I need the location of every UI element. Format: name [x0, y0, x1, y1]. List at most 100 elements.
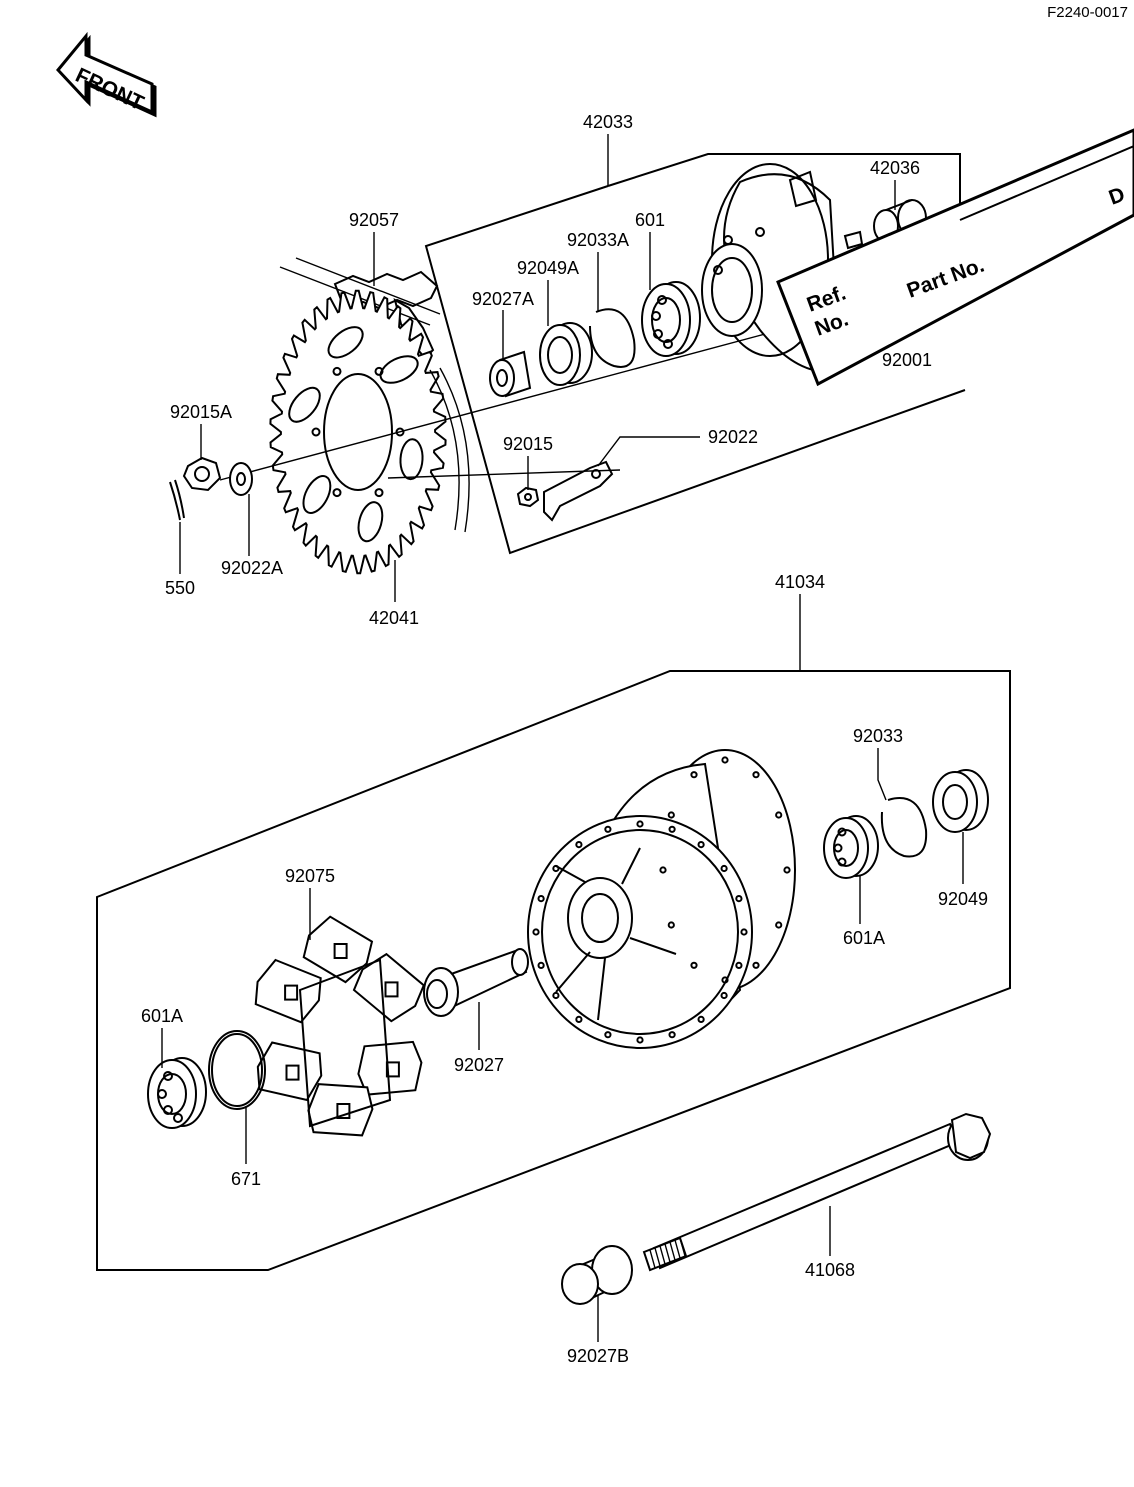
chain-wrap-arc-2 — [439, 367, 470, 533]
sprocket-teeth — [269, 289, 447, 575]
hub-hole — [721, 976, 729, 984]
sprocket-bolt-hole — [374, 488, 384, 498]
oil-seal-92049 — [932, 769, 989, 833]
hub-hole — [537, 895, 545, 903]
hub-hole — [740, 928, 748, 936]
callout-41034: 41034 — [775, 572, 825, 592]
rear-axle-41068 — [642, 1112, 992, 1272]
callout-42036: 42036 — [870, 158, 920, 178]
callout-92027b: 92027B — [567, 1346, 629, 1366]
hub-hole — [783, 866, 791, 874]
spacer-92027 — [423, 948, 529, 1017]
hub-hole — [667, 811, 675, 819]
sprocket-hole — [327, 326, 364, 359]
circlip-92033 — [880, 797, 928, 858]
callout-601: 601 — [635, 210, 665, 230]
hub-hole — [735, 961, 743, 970]
callout-92049a: 92049A — [517, 258, 579, 278]
sprocket-bolt-hole — [332, 488, 342, 498]
damper-tab — [285, 1064, 300, 1081]
hub-hole — [636, 1036, 644, 1044]
callout-92027a: 92027A — [472, 289, 534, 309]
hub-hole — [690, 961, 698, 969]
hub-damper-rubbers — [254, 915, 426, 1137]
thread-line — [664, 1243, 671, 1263]
callout-92015: 92015 — [503, 434, 553, 454]
callout-92049: 92049 — [938, 889, 988, 909]
callout-92015a: 92015A — [170, 402, 232, 422]
hub-hole — [552, 991, 560, 1000]
leader-lines — [161, 134, 964, 1342]
sprocket-bolt-hole — [374, 366, 384, 376]
rear-sprocket — [269, 289, 447, 575]
callout-601a-right: 601A — [843, 928, 885, 948]
sprocket-hole — [357, 501, 384, 543]
legend-cut-number: 92001 — [882, 350, 932, 370]
o-ring-671 — [208, 1030, 266, 1110]
hub-hole — [720, 991, 728, 1000]
callout-labels: 42033 42036 92057 601 92033A 92049A 9202… — [141, 112, 988, 1366]
sprocket-hole — [302, 475, 332, 514]
damper-core — [298, 958, 392, 1128]
sprocket-bolt-hole — [311, 427, 321, 437]
hub-hole — [532, 928, 540, 936]
thread-line — [659, 1245, 666, 1265]
hub-hole — [752, 771, 760, 779]
hub-hole — [659, 866, 667, 874]
hub-hole — [697, 1015, 705, 1024]
damper-tab — [284, 984, 299, 1001]
bearing-601a-left — [147, 1057, 207, 1129]
collar-92027a — [489, 350, 532, 398]
chain-wrap-arc — [429, 369, 460, 531]
damper-tab — [384, 981, 399, 998]
sprocket-bolt-hole — [332, 366, 342, 376]
hub-hole — [604, 1031, 612, 1039]
callout-92033: 92033 — [853, 726, 903, 746]
oil-seal-92049a — [539, 322, 593, 386]
hub-hole — [775, 811, 783, 819]
bolt-axis-line — [387, 469, 621, 479]
sprocket-hub-group-outline — [424, 153, 966, 555]
hub-hole — [667, 921, 675, 929]
circlip-92033a — [589, 308, 636, 368]
hub-hole — [575, 1015, 583, 1024]
bearing-601 — [641, 281, 701, 357]
hub-hole — [752, 961, 760, 969]
thread-line — [674, 1239, 681, 1259]
hub-hole — [575, 841, 583, 849]
callout-42033: 42033 — [583, 112, 633, 132]
hub-hole — [552, 864, 560, 873]
hub-hole — [537, 961, 545, 970]
hub-hole — [697, 841, 705, 849]
callout-92057: 92057 — [349, 210, 399, 230]
hub-hole — [775, 921, 783, 929]
callout-92075: 92075 — [285, 866, 335, 886]
bearing-601a-right — [823, 815, 879, 879]
figure-code: F2240-0017 — [1047, 4, 1128, 21]
hub-bolt-holes — [532, 756, 791, 1044]
lock-plate-92022 — [543, 460, 614, 522]
callout-41068: 41068 — [805, 1260, 855, 1280]
callout-92033a: 92033A — [567, 230, 629, 250]
sprocket-nut — [182, 456, 222, 492]
hub-hole — [636, 820, 644, 828]
hub-hole — [668, 1031, 676, 1039]
sprocket-hole — [399, 438, 424, 481]
hub-hole — [604, 825, 612, 833]
wheel-hub — [527, 749, 796, 1049]
sprocket-hole — [288, 386, 321, 423]
callout-92022: 92022 — [708, 427, 758, 447]
cotter-pin — [169, 479, 185, 521]
callout-671: 671 — [231, 1169, 261, 1189]
sprocket-bore — [323, 373, 393, 491]
callout-92022a: 92022A — [221, 558, 283, 578]
callout-550: 550 — [165, 578, 195, 598]
thread-line — [649, 1249, 656, 1269]
wheel-hub-group-outline — [96, 670, 1011, 1271]
collar-92027b — [561, 1245, 633, 1305]
hub-hole — [721, 756, 729, 764]
hub-hole — [668, 825, 676, 833]
nut-92015 — [516, 486, 540, 508]
thread-line — [669, 1241, 676, 1261]
